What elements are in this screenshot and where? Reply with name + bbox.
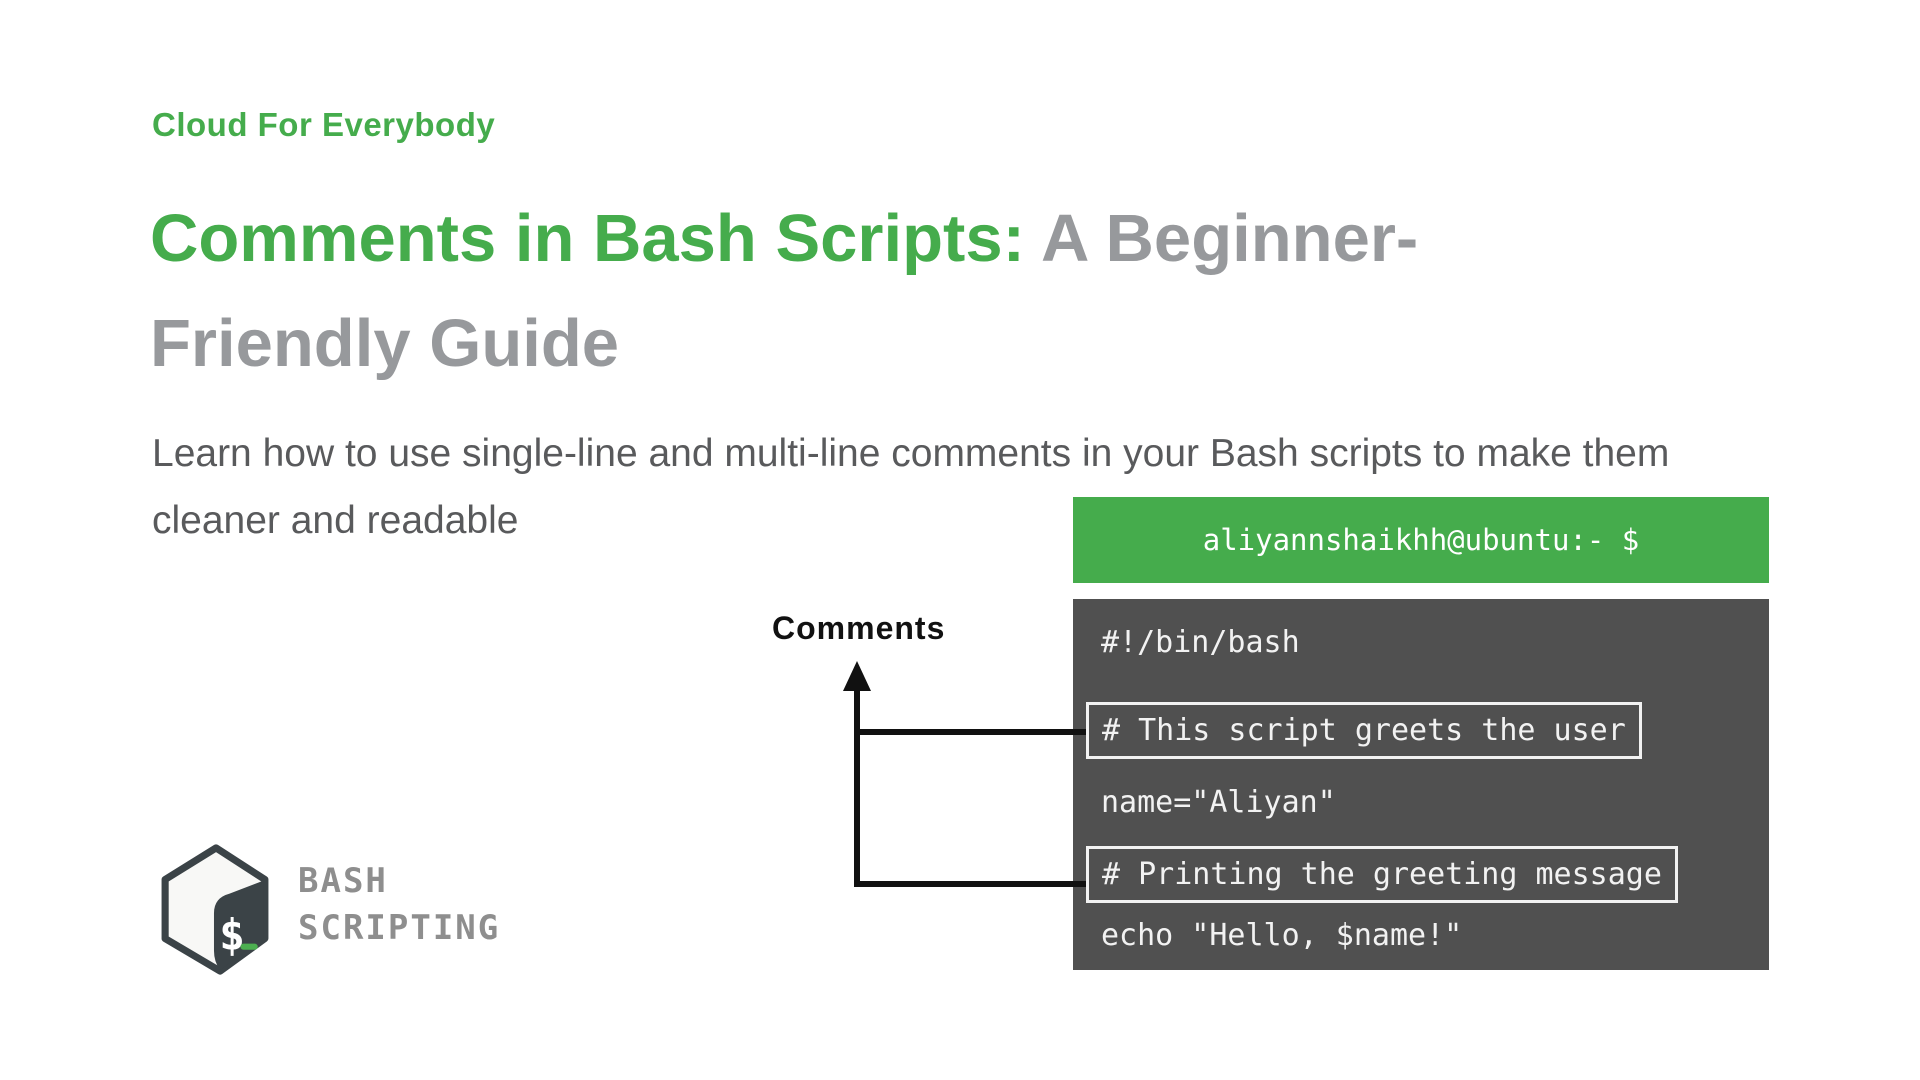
- wordmark-line-2: SCRIPTING: [298, 908, 501, 948]
- bash-logo-icon: $: [161, 844, 269, 975]
- terminal-window: #!/bin/bash # This script greets the use…: [1073, 599, 1769, 970]
- eyebrow-brand-label: Cloud For Everybody: [152, 106, 496, 143]
- wordmark-line-1: BASH: [298, 861, 388, 901]
- page-title: Comments in Bash Scripts: A Beginner-Fri…: [150, 186, 1630, 396]
- logo-dark-face-shape: [213, 880, 264, 971]
- terminal-prompt-text: aliyannshaikhh@ubuntu:- $: [1202, 523, 1640, 557]
- title-highlight: Comments in Bash Scripts:: [150, 201, 1025, 276]
- highlighted-comment-line-1: # This script greets the user: [1086, 702, 1642, 759]
- code-line-variable: name="Aliyan": [1101, 785, 1336, 820]
- terminal-titlebar: aliyannshaikhh@ubuntu:- $: [1073, 497, 1769, 583]
- arrowhead-up-icon: [843, 661, 871, 691]
- highlighted-comment-line-2: # Printing the greeting message: [1086, 846, 1678, 903]
- logo-dollar-glyph: $: [219, 911, 245, 961]
- comments-arrow-icon: [843, 661, 1086, 887]
- logo-green-underscore-icon: [240, 943, 258, 950]
- page-subtitle: Learn how to use single-line and multi-l…: [152, 432, 1670, 542]
- code-line-echo: echo "Hello, $name!": [1101, 918, 1463, 953]
- title-rest: A Beginner-Friendly Guide: [150, 201, 1419, 381]
- comments-annotation-label: Comments: [772, 610, 946, 646]
- code-line-shebang: #!/bin/bash: [1101, 625, 1300, 660]
- bash-scripting-wordmark: BASH SCRIPTING: [298, 858, 500, 952]
